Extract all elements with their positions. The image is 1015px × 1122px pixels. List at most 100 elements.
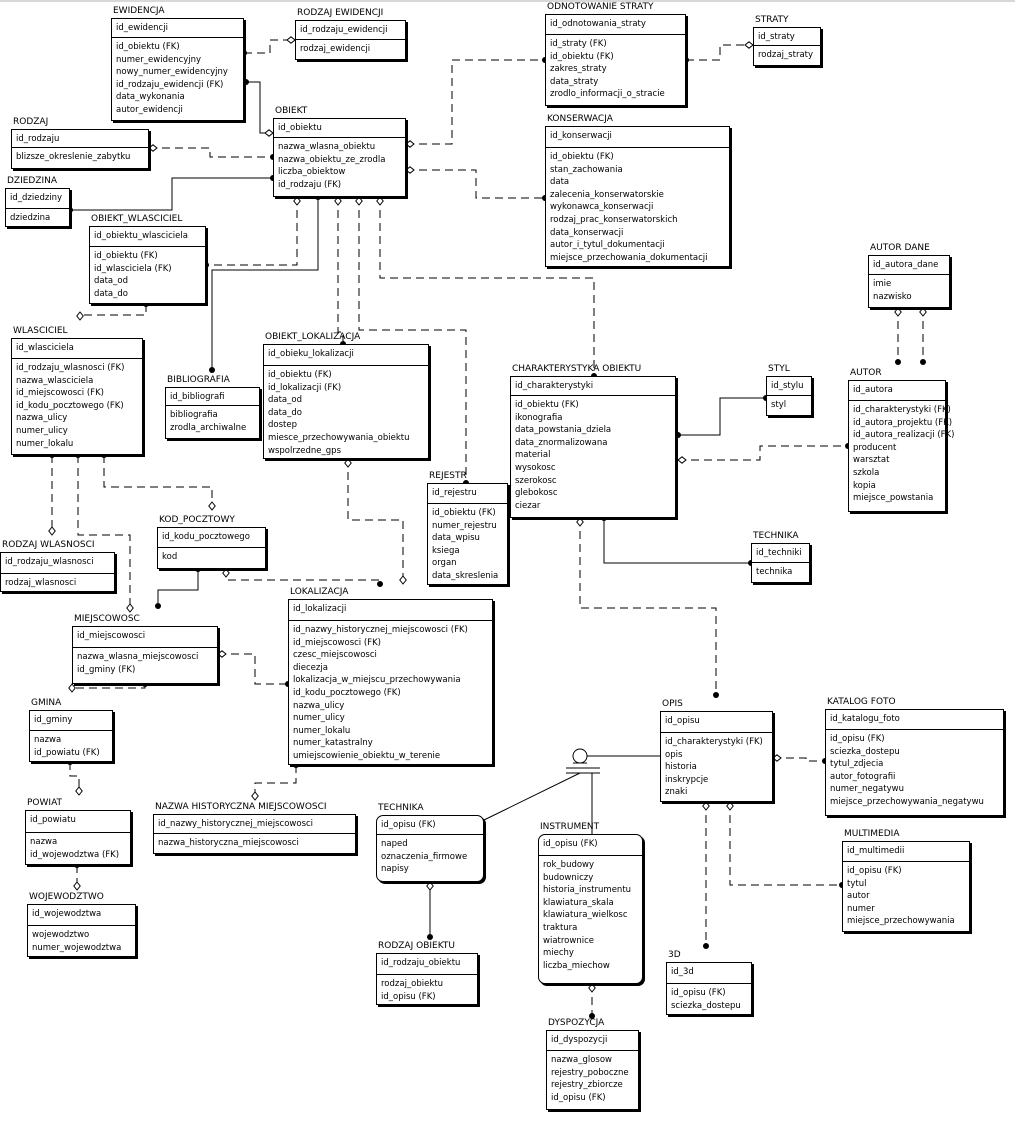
relationship-end-diamond — [264, 129, 274, 137]
attribute-field: numer_katastralny — [293, 738, 373, 749]
attribute-field: tytul_zdjecia — [830, 759, 884, 770]
attribute-field: numer_wojewodztwa — [32, 942, 122, 953]
primary-key-section — [1, 553, 114, 574]
top-edge — [0, 0, 1015, 2]
primary-key-section — [166, 388, 259, 406]
primary-key-field: id_wojewodztwa — [32, 909, 102, 919]
entity-title: WLASCICIEL — [13, 326, 68, 336]
attribute-field: numer_ewidencyjny — [116, 54, 202, 65]
attribute-field: opis — [665, 749, 683, 760]
attribute-field: id_obiektu (FK) — [550, 51, 614, 62]
relationship-end-diamond — [68, 683, 76, 693]
attribute-field: rodzaj_obiektu — [381, 979, 444, 989]
entity-title: 3D — [668, 950, 681, 960]
relationship-end-dot — [713, 692, 719, 698]
primary-key-section — [428, 484, 507, 504]
attribute-field: nazwa_glosow — [551, 1055, 613, 1065]
entity-title: TECHNIKA — [753, 531, 799, 541]
attribute-field: wysokosc — [515, 463, 556, 473]
relationship-line — [406, 59, 545, 145]
primary-key-section — [296, 21, 405, 40]
relationship-end-dot — [920, 359, 926, 365]
primary-key-field: id_konserwacji — [550, 131, 612, 141]
primary-key-section — [511, 377, 675, 396]
attribute-field: data — [550, 177, 570, 188]
attribute-field: nazwa_wlasciciela — [16, 375, 94, 386]
entity-title: TECHNIKA — [378, 803, 424, 813]
attribute-field: id_rodzaju_wlasnosci (FK) — [16, 363, 125, 373]
attribute-field: historia_instrumentu — [543, 885, 632, 896]
attribute-field: autor_i_tytul_dokumentacji — [550, 240, 665, 251]
attribute-field: organ — [432, 558, 457, 569]
entity-title: BIBLIOGRAFIA — [167, 375, 230, 385]
attribute-field: numer_lokalu — [16, 438, 74, 449]
relationship-end-dot — [209, 367, 215, 373]
attribute-field: tytul — [847, 878, 867, 889]
attribute-field: producent — [853, 442, 897, 453]
relationship-end-diamond — [376, 196, 384, 206]
attribute-field: numer_rejestru — [432, 520, 497, 531]
relationship-line — [70, 177, 273, 211]
attribute-field: blizsze_okreslenie_zabytku — [16, 152, 131, 162]
relationship-line — [347, 459, 404, 584]
relationship-line — [246, 81, 273, 134]
attribute-field: id_miejscowosci (FK) — [293, 637, 381, 648]
primary-key-section — [546, 15, 685, 35]
attribute-field: data_wykonania — [116, 92, 185, 103]
attribute-field: wykonawca_konserwacji — [550, 202, 654, 213]
attribute-field: data_do — [268, 407, 302, 418]
entity-title: INSTRUMENT — [540, 822, 600, 832]
primary-key-section — [289, 600, 492, 621]
attribute-field: rok_budowy — [543, 860, 595, 870]
attribute-field: data_konserwacji — [550, 227, 624, 238]
attribute-field: autor_fotografii — [830, 771, 896, 782]
primary-key-section — [661, 712, 772, 733]
attribute-field: data_powstania_dziela — [515, 425, 612, 436]
entity-title: DYSPOZYCJA — [548, 1018, 605, 1028]
attribute-field: styl — [771, 400, 787, 410]
attribute-field: numer_ulicy — [293, 713, 345, 724]
attribute-field: id_kodu_pocztowego (FK) — [16, 400, 124, 411]
